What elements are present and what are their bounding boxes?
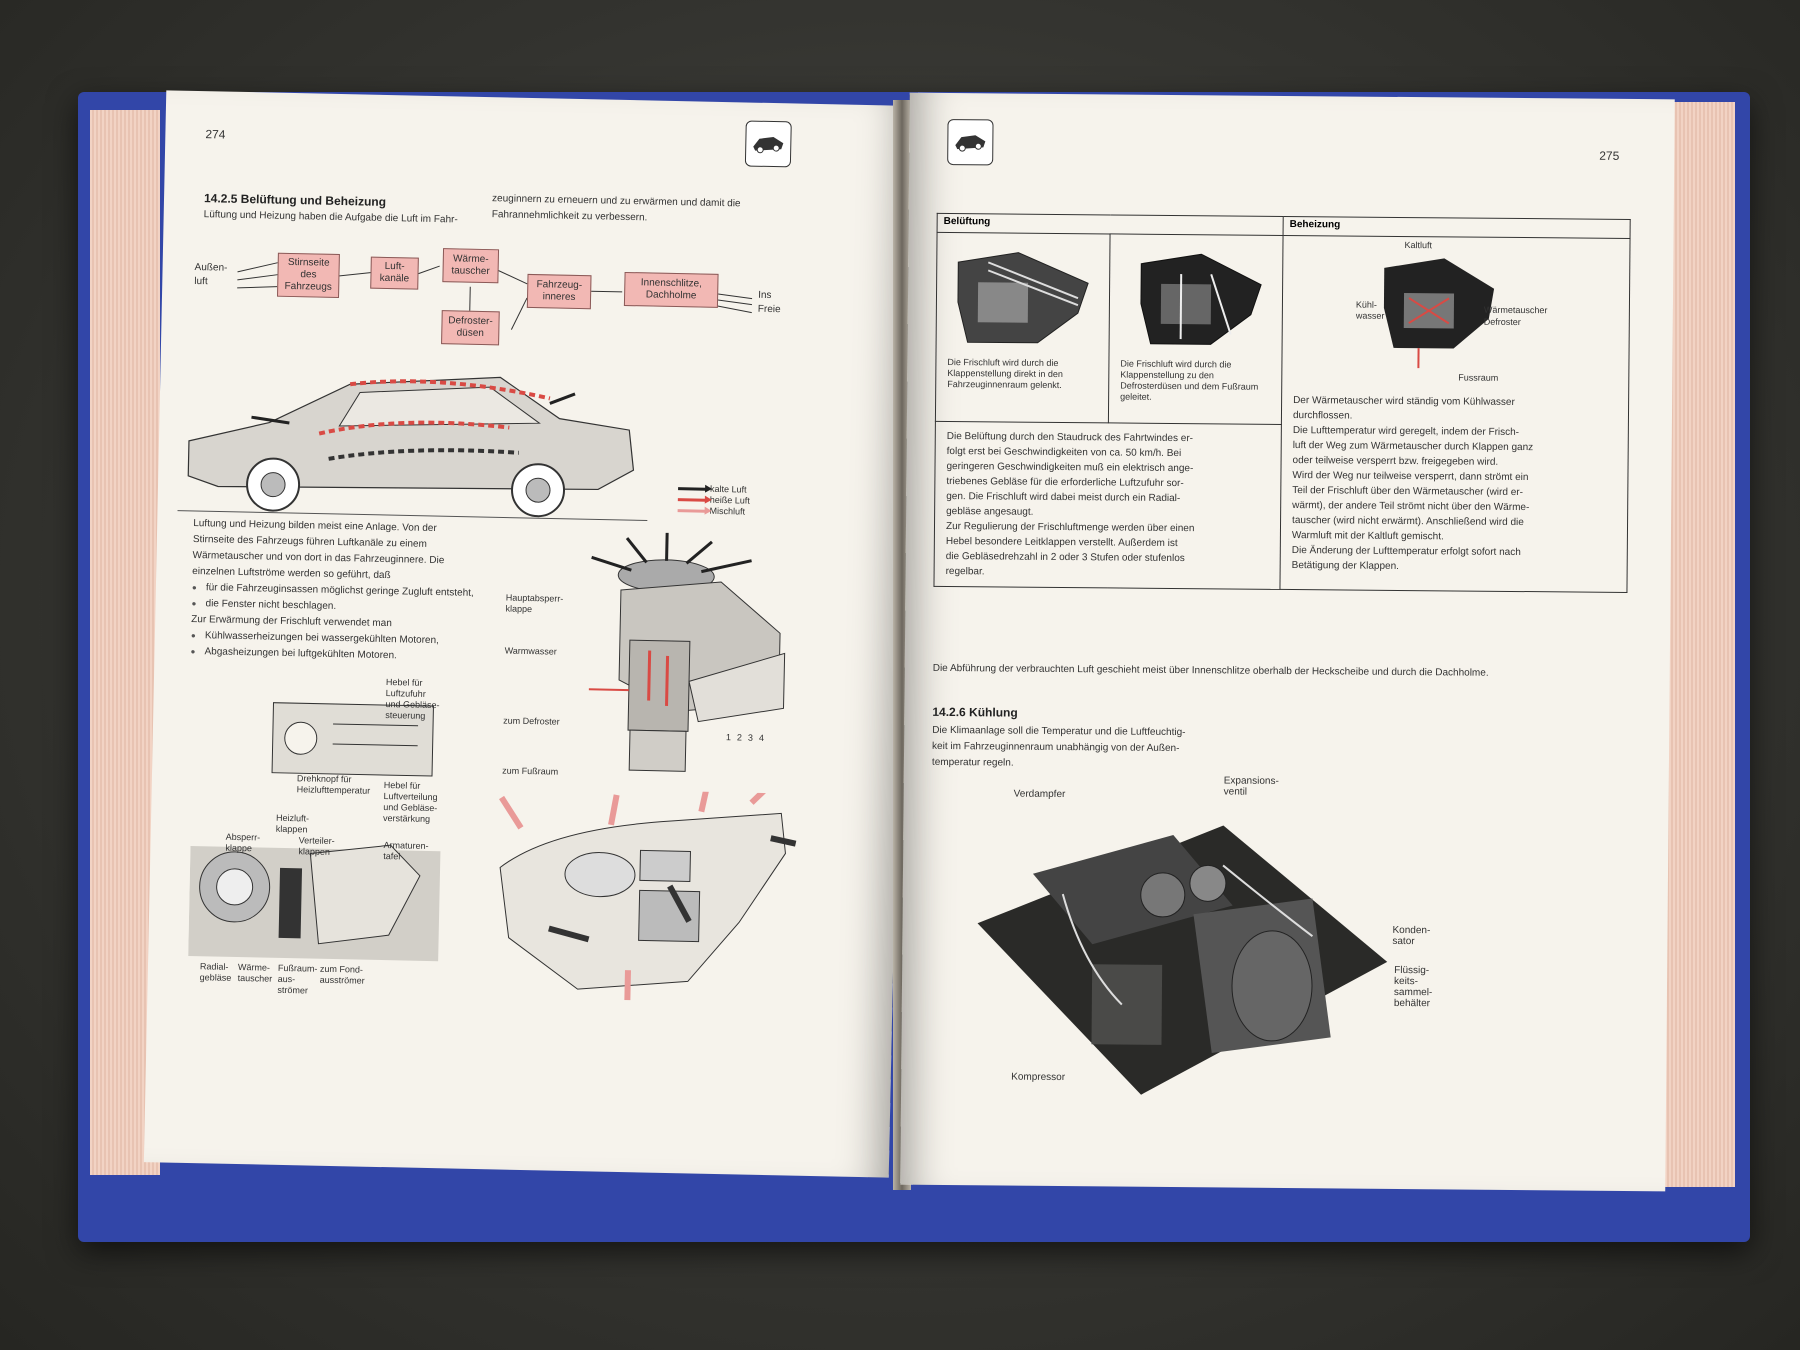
- heating-text: Der Wärmetauscher wird ständig vom Kühlw…: [1291, 395, 1534, 572]
- label-kondensator: Konden- sator: [1392, 924, 1431, 948]
- bullet-list-2: Kühlwasserheizungen bei wassergekühlten …: [190, 628, 491, 666]
- dashboard-illustration: [499, 787, 797, 1001]
- air-flow-diagram: Außen- luft Stirnseite des Fahrzeugs Luf…: [166, 90, 911, 346]
- label-radialgeblaese: Radial- gebläse: [199, 961, 232, 983]
- page-edges-right: [1665, 102, 1735, 1187]
- section-title-kuehlung: 14.2.6 Kühlung: [932, 704, 1018, 720]
- label-fondausstroemer: zum Fond- ausströmer: [319, 963, 365, 986]
- label-kaltluft: Kaltluft: [1404, 240, 1433, 251]
- label-heizluftklappen: Heizluft- klappen: [275, 812, 310, 835]
- label-fussraum-r: Fussraum: [1458, 372, 1499, 383]
- legend-item-mixed: Mischluft: [677, 505, 750, 518]
- table-cell-heating: Kaltluft Kühl- wasser Wärmetauscher Defr…: [1279, 235, 1631, 593]
- flow-input-label: Außen- luft: [194, 261, 228, 288]
- label-expansionsventil: Expansions- ventil: [1223, 775, 1279, 798]
- flow-box-luftkanaele: Luft- kanäle: [370, 256, 419, 290]
- label-hebel-luftverteilung: Hebel für Luftverteilung und Gebläse- ve…: [383, 780, 438, 825]
- flow-box-innenschlitze: Innenschlitze, Dachholme: [623, 271, 719, 308]
- control-panel-diagram: [188, 702, 441, 962]
- flow-output-label: Ins Freie: [757, 289, 781, 316]
- heating-diagram: Kaltluft Kühl- wasser Wärmetauscher Defr…: [1283, 237, 1628, 390]
- diagram-direct-air: [957, 252, 1089, 344]
- label-waermetauscher: Wärme- tauscher: [237, 962, 273, 984]
- car-icon-right: [947, 119, 994, 166]
- air-legend: kalte Luft heiße Luft Mischluft: [677, 483, 751, 518]
- label-zum-defroster: zum Defroster: [503, 715, 560, 727]
- label-waermetauscher-r: Wärmetauscher: [1483, 304, 1548, 316]
- label-hebel-luftzufuhr: Hebel für Luftzufuhr und Gebläse- steuer…: [385, 677, 440, 721]
- table-cell-fresh-air-direct: Die Frischluft wird durch die Klappenste…: [935, 232, 1111, 423]
- left-page: 274 14.2.5 Belüftung und Beheizung Lüftu…: [143, 90, 912, 1178]
- flow-box-fahrzeuginneres: Fahrzeug- inneres: [526, 273, 592, 310]
- diagram-defroster-air: [1140, 253, 1262, 345]
- label-hauptabsperrklappe: Hauptabsperr- klappe: [505, 592, 564, 615]
- car-icon: [744, 120, 792, 168]
- car-airflow-illustration: [177, 376, 648, 521]
- heater-callout-numbers: 1234: [725, 732, 771, 744]
- label-zum-fussraum: zum Fußraum: [502, 765, 559, 777]
- flow-box-waermetauscher: Wärme- tauscher: [442, 248, 500, 284]
- flow-arrows: [237, 262, 753, 330]
- label-armaturentafel: Armaturen- tafel: [383, 840, 429, 862]
- body-text: Luftung und Heizung bilden meist eine An…: [190, 516, 493, 666]
- label-kompressor: Kompressor: [1011, 1071, 1066, 1084]
- label-fluessigkeitssammelbehaelter: Flüssig- keits- sammel- behälter: [1393, 964, 1433, 1010]
- table-cell-fresh-air-defroster: Die Frischluft wird durch die Klappenste…: [1108, 233, 1284, 425]
- label-kuehlwasser: Kühl- wasser: [1355, 299, 1385, 321]
- label-verteilerklappen: Verteiler- klappen: [298, 835, 335, 857]
- exhaust-note: Die Abführung der verbrauchten Luft gesc…: [932, 662, 1489, 679]
- ac-unit-photo: [977, 825, 1388, 1095]
- heater-box-illustration: [588, 532, 786, 772]
- label-fussraumausstroemer: Fußraum- aus- strömer: [277, 962, 318, 996]
- label-defroster-r: Defroster: [1483, 316, 1521, 328]
- label-warmwasser: Warmwasser: [504, 645, 557, 657]
- ventilation-heating-table: Belüftung Beheizung Die Frischluft wird …: [933, 213, 1631, 593]
- label-verdampfer: Verdampfer: [1013, 788, 1066, 801]
- right-page: 275 Belüftung Beheizung Die Frischluft w…: [900, 92, 1675, 1192]
- flow-box-stirnseite: Stirnseite des Fahrzeugs: [277, 252, 340, 298]
- kuehlung-text: Die Klimaanlage soll die Temperatur und …: [931, 724, 1186, 769]
- label-drehknopf: Drehknopf für Heizlufttemperatur: [296, 773, 371, 796]
- table-cell-ventilation-text: Die Belüftung durch den Staudruck des Fa…: [933, 421, 1282, 590]
- bullet-list-1: für die Fahrzeuginsassen möglichst gerin…: [191, 580, 492, 618]
- flow-box-defrosterduesen: Defroster- düsen: [441, 310, 500, 346]
- page-number-right: 275: [1599, 148, 1620, 163]
- label-absperrklappe: Absperr- klappe: [225, 831, 261, 854]
